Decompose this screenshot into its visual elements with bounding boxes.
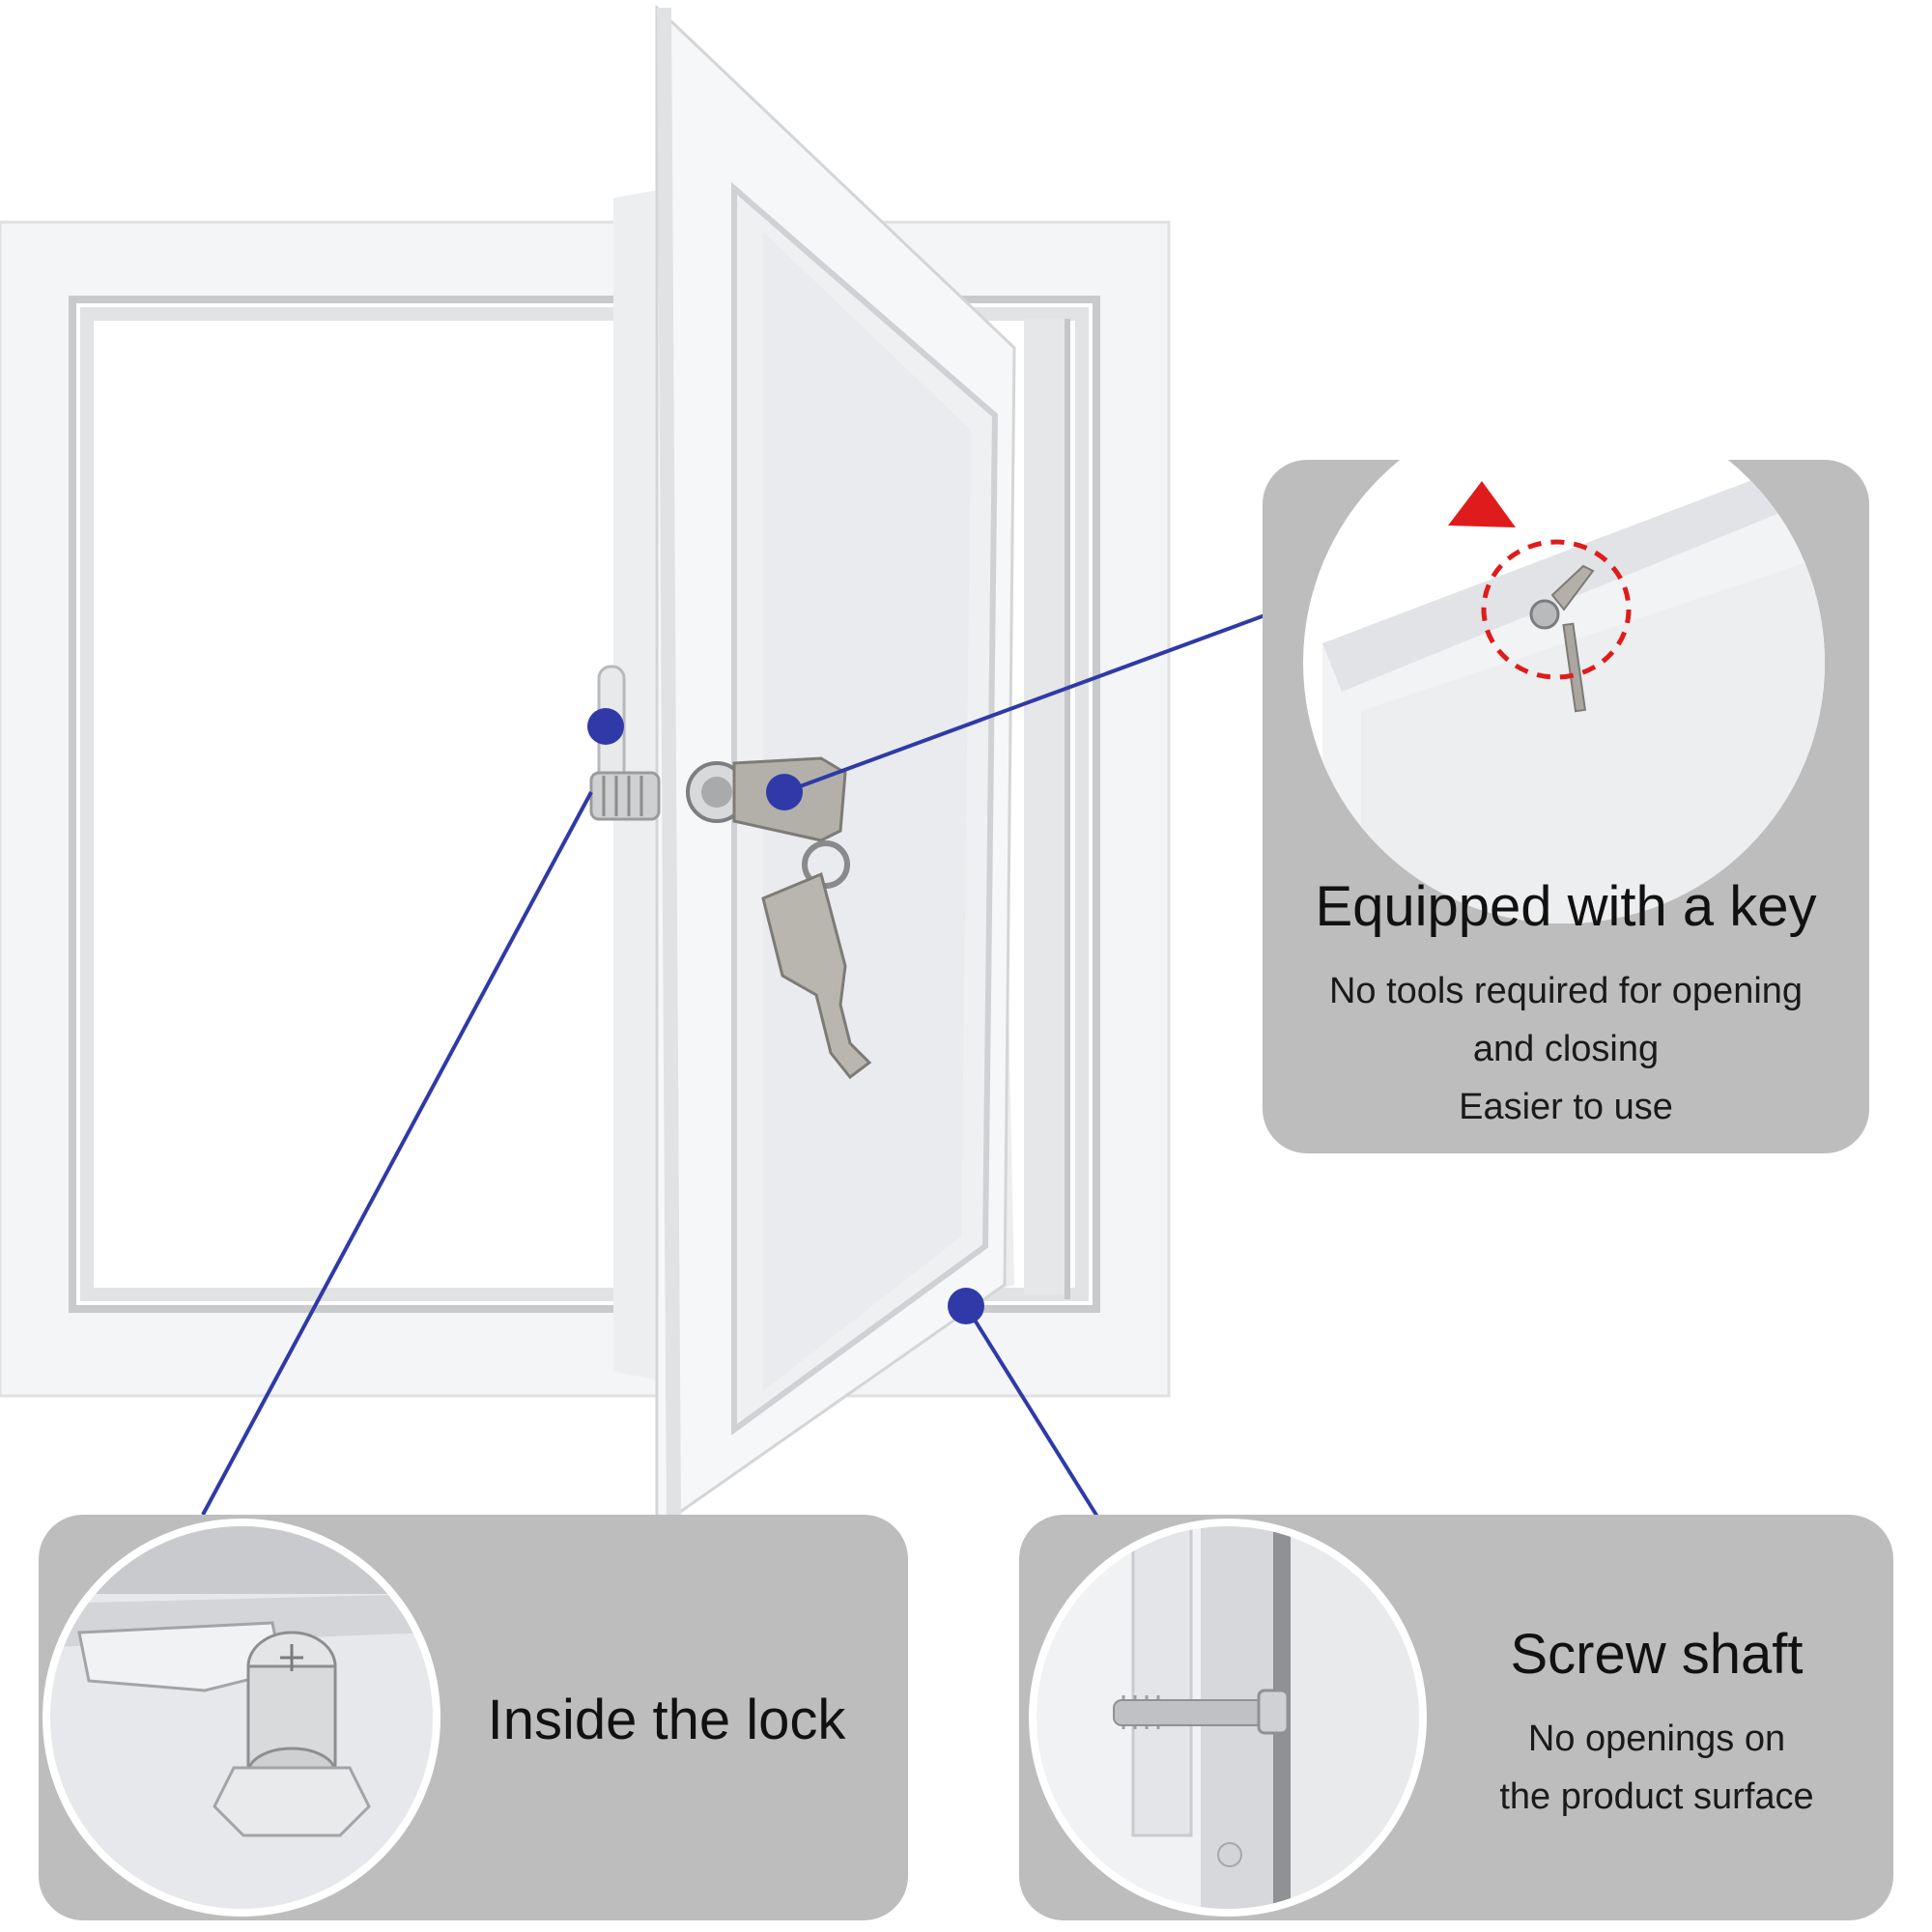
rotate-arrow-icon	[1448, 481, 1516, 527]
callout-key-title: Equipped with a key	[1315, 875, 1817, 938]
callout-screw-line-1: No openings on	[1527, 1719, 1786, 1759]
lock-cam	[589, 665, 748, 823]
callout-key-line-2: and closing	[1472, 1029, 1660, 1069]
callout-key-closeup	[1303, 460, 1825, 923]
callout-screw-line-2: the product surface	[1499, 1776, 1814, 1817]
callout-screw-card: Screw shaft No openings on the product s…	[1019, 1515, 1893, 1920]
callout-screw-closeup	[1029, 1519, 1427, 1917]
pointer-dot-icon	[587, 708, 984, 1324]
callout-lock-closeup	[43, 1519, 440, 1917]
callout-key-card: Equipped with a key No tools required fo…	[1263, 460, 1869, 1153]
callout-key-line-3: Easier to use	[1459, 1087, 1673, 1127]
callout-screw-title: Screw shaft	[1510, 1623, 1804, 1686]
callout-key-line-1: No tools required for opening	[1328, 971, 1804, 1011]
callout-lock-card: Inside the lock	[39, 1515, 908, 1920]
pointer-lines	[201, 612, 1268, 1519]
callout-lock-title: Inside the lock	[487, 1689, 846, 1751]
